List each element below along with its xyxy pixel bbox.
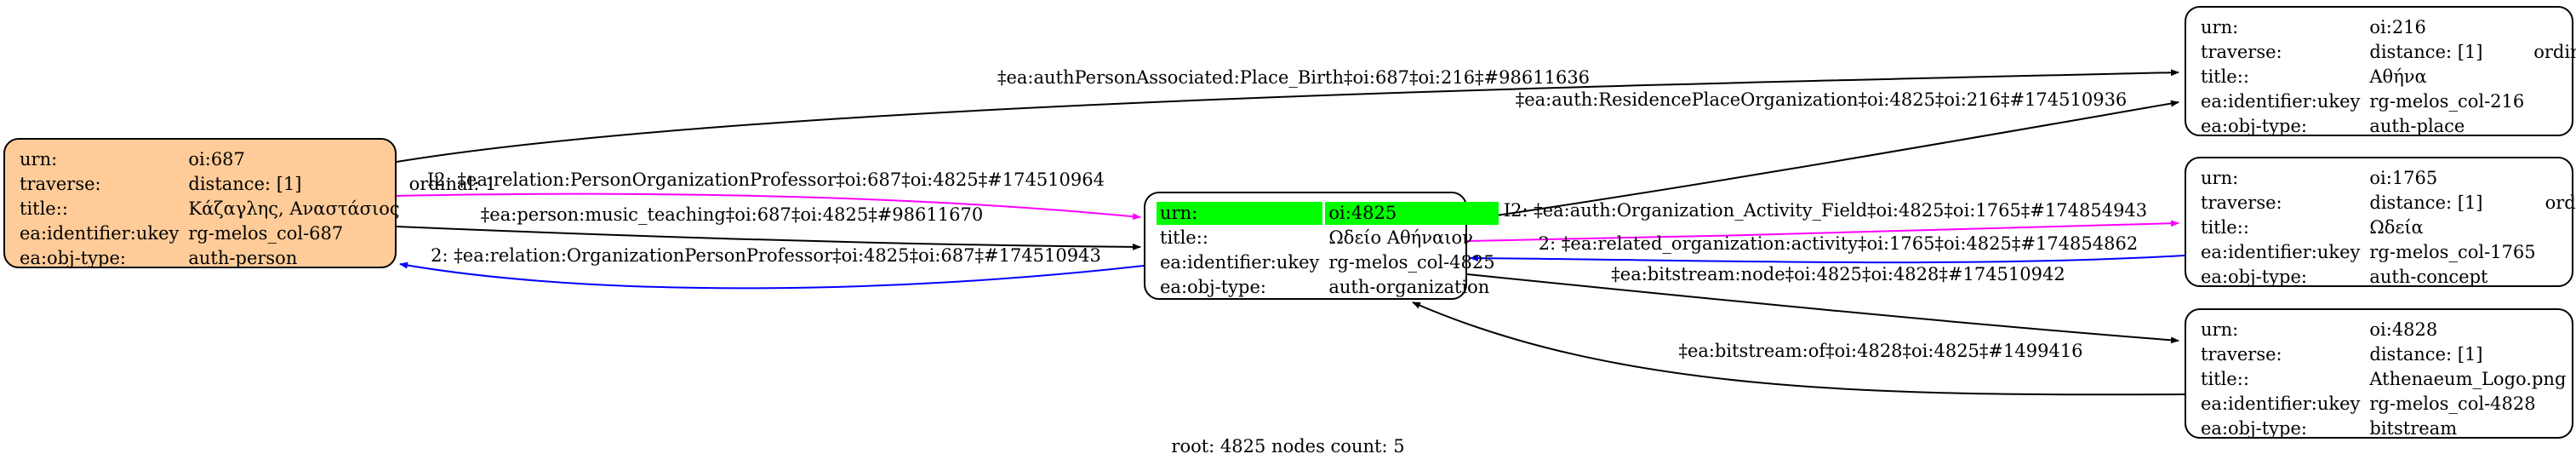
- node-field-value: Κάζαγλης, Αναστάσιος: [188, 198, 400, 219]
- node-field-key: urn:: [20, 149, 58, 169]
- edge-label: I2: ‡ea:relation:PersonOrganizationProfe…: [427, 169, 1105, 190]
- edge-label: ‡ea:auth:ResidencePlaceOrganization‡oi:4…: [1516, 89, 2128, 110]
- node-field-key: ea:obj-type:: [2201, 418, 2307, 439]
- node-field-key: title::: [2201, 369, 2249, 389]
- node-field-value: Αθήνα: [2369, 66, 2427, 87]
- node-216[interactable]: urn: oi:216 traverse: distance: [1] ordinal:…: [2185, 6, 2576, 136]
- node-field-value: distance: [1]: [188, 174, 302, 194]
- node-field-value: oi:687: [188, 149, 245, 169]
- node-field-ordinal: ordinal: 1: [408, 174, 497, 194]
- edge-label: ‡ea:bitstream:of‡oi:4828‡oi:4825‡#149941…: [1678, 341, 2082, 361]
- edge-label: 2: ‡ea:relation:OrganizationPersonProfes…: [431, 245, 1101, 266]
- node-field-value: oi:1765: [2369, 168, 2438, 188]
- node-4828[interactable]: urn: oi:4828 traverse: distance: [1] ordinal…: [2185, 308, 2576, 439]
- edge-687-to-4825: [396, 226, 1141, 250]
- node-field-key: urn:: [2201, 319, 2239, 340]
- edge-4825-to-1765: [1466, 220, 2179, 242]
- node-field-value: rg-melos_col-1765: [2369, 242, 2536, 262]
- node-field-value: distance: [1]: [2369, 42, 2483, 62]
- node-field-key: ea:obj-type:: [1160, 277, 1266, 297]
- node-field-key: ea:identifier:ukey: [2201, 91, 2361, 112]
- node-field-key: ea:obj-type:: [20, 248, 126, 268]
- node-field-ordinal: ordinal: 2: [2545, 192, 2576, 213]
- node-field-value: Ωδεία: [2369, 217, 2424, 238]
- node-field-key: traverse:: [2201, 344, 2282, 365]
- node-field-key: ea:identifier:ukey: [1160, 252, 1320, 273]
- node-field-value: bitstream: [2369, 418, 2458, 439]
- node-field-key: ea:identifier:ukey: [20, 223, 180, 244]
- node-field-value: rg-melos_col-687: [188, 223, 344, 244]
- edge-4825-to-687: [399, 261, 1145, 290]
- node-field-key: title::: [2201, 217, 2249, 238]
- node-field-value: distance: [1]: [2369, 192, 2483, 213]
- edge-687-to-4825: [396, 192, 1141, 221]
- node-field-value: oi:4825: [1325, 202, 1499, 225]
- edge-687-to-216: [396, 69, 2179, 163]
- node-field-value: rg-melos_col-4828: [2369, 393, 2536, 414]
- node-field-value: distance: [1]: [2369, 344, 2483, 365]
- graph-footer: root: 4825 nodes count: 5: [1171, 436, 1405, 457]
- node-field-key: urn:: [1157, 202, 1323, 225]
- node-field-value: Ωδείο Αθήναιον: [1328, 227, 1473, 248]
- node-field-value: Athenaeum_Logo.png: [2369, 369, 2567, 389]
- edge-label: I2: ‡ea:auth:Organization_Activity_Field…: [1504, 200, 2147, 221]
- edge-label: 2: ‡ea:related_organization:activity‡oi:…: [1539, 233, 2138, 254]
- node-field-ordinal: ordinal: 3: [2572, 343, 2576, 366]
- node-field-key: urn:: [2201, 168, 2239, 188]
- node-field-value: oi:216: [2369, 17, 2426, 37]
- node-field-key: traverse:: [2201, 42, 2282, 62]
- node-687[interactable]: urn: oi:687 traverse: distance: [1] ordinal:…: [3, 138, 496, 268]
- node-field-value: rg-melos_col-4825: [1328, 252, 1495, 273]
- node-field-value: auth-person: [188, 248, 298, 268]
- node-field-value: auth-place: [2369, 116, 2465, 136]
- edge-label: ‡ea:bitstream:node‡oi:4825‡oi:4828‡#1745…: [1611, 264, 2065, 284]
- node-field-ordinal: ordinal: 4: [2533, 42, 2576, 62]
- node-field-key: title::: [2201, 66, 2249, 87]
- node-field-value: auth-concept: [2369, 267, 2488, 287]
- node-field-key: title::: [1160, 227, 1208, 248]
- node-field-key: ea:obj-type:: [2201, 267, 2307, 287]
- node-field-key: ea:obj-type:: [2201, 116, 2307, 136]
- node-field-key: ea:identifier:ukey: [2201, 242, 2361, 262]
- node-field-value: rg-melos_col-216: [2369, 91, 2525, 112]
- edge-4828-to-4825: [1412, 302, 2185, 396]
- node-1765[interactable]: urn: oi:1765 traverse: distance: [1] ordinal…: [2185, 157, 2576, 287]
- node-field-value: auth-organization: [1328, 277, 1490, 297]
- node-field-key: ea:identifier:ukey: [2201, 393, 2361, 414]
- edge-label: ‡ea:person:music_teaching‡oi:687‡oi:4825…: [481, 204, 983, 225]
- node-field-key: title::: [20, 198, 68, 219]
- node-field-value: oi:4828: [2369, 319, 2438, 340]
- edge-4825-to-216: [1466, 100, 2179, 221]
- node-field-key: traverse:: [2201, 192, 2282, 213]
- node-field-key: traverse:: [20, 174, 101, 194]
- node-field-key: urn:: [2201, 17, 2239, 37]
- edge-label: ‡ea:authPersonAssociated:Place_Birth‡oi:…: [997, 67, 1590, 88]
- edge-4825-to-4828: [1466, 273, 2179, 344]
- edge-1765-to-4825: [1470, 255, 2185, 264]
